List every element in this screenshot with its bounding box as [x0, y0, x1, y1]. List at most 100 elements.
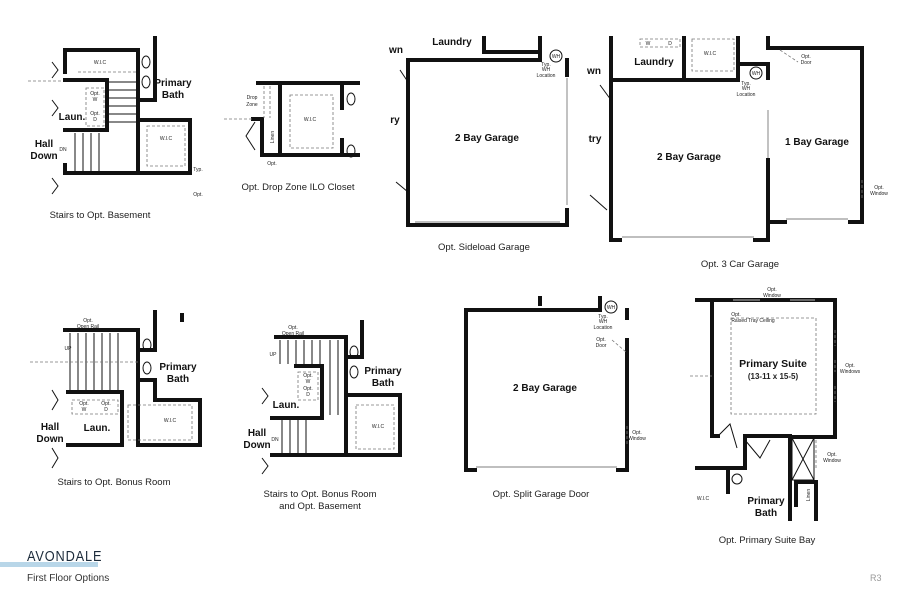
plan-caption: Opt. 3 Car Garage: [701, 259, 779, 270]
room-label: W.I.C: [160, 136, 173, 142]
room-label: Opt.: [303, 373, 312, 379]
room-label: Opt.: [193, 192, 202, 198]
room-label: Laundry: [432, 37, 472, 48]
plan-drop-zone: Drop Zone W.I.C Linen Opt. Opt. Drop Zon…: [224, 81, 360, 193]
room-label: Opt.: [845, 363, 854, 369]
page-code: R3: [870, 573, 882, 583]
room-label: Opt.: [596, 337, 605, 343]
room-label: W.I.C: [704, 51, 717, 57]
room-label: Opt.: [288, 325, 297, 331]
room-label: D: [306, 392, 310, 398]
plan-split-garage-door: WH Typ. WH Location Opt. Door 2 Bay Gara…: [464, 296, 646, 500]
room-label: Typ.: [193, 167, 202, 173]
room-label: try: [589, 134, 602, 145]
room-label: wn: [586, 66, 601, 77]
room-label: Window: [628, 436, 646, 442]
room-label: Zone: [246, 102, 258, 108]
room-label: Opt.: [90, 91, 99, 97]
room-label: Hall: [248, 428, 267, 439]
room-label: Typ.: [741, 81, 750, 87]
room-label: UP: [270, 352, 278, 358]
room-label: Primary: [364, 366, 402, 377]
room-label: D: [104, 407, 108, 413]
room-label: Location: [737, 92, 756, 98]
room-dimensions: (13-11 x 15-5): [748, 372, 799, 381]
room-label: Opt.: [731, 312, 740, 318]
room-label: Raised Tray Ceiling: [731, 318, 775, 324]
room-label: Window: [823, 458, 841, 464]
plan-caption: Opt. Sideload Garage: [438, 242, 530, 253]
plan-caption: Stairs to Opt. Basement: [50, 210, 151, 221]
room-label: Bath: [372, 378, 394, 389]
room-label: WH: [542, 67, 551, 73]
room-label: Hall: [35, 139, 54, 150]
room-label: Laun.: [84, 423, 111, 434]
brand-accent-bar: [0, 562, 98, 567]
plan-caption: Opt. Drop Zone ILO Closet: [242, 182, 355, 193]
room-label: DN: [59, 147, 67, 153]
plan-stairs-to-bonus-room-and-basement: Opt. Open Rail UP Primary Bath Opt. W Op…: [243, 320, 402, 512]
plan-caption: Stairs to Opt. Bonus Room: [58, 477, 171, 488]
room-label: Primary: [154, 78, 192, 89]
room-label: Opt.: [874, 185, 883, 191]
room-label: Bath: [162, 90, 184, 101]
plan-caption-line2: and Opt. Basement: [279, 501, 361, 512]
plan-caption: Opt. Primary Suite Bay: [719, 535, 816, 546]
room-label: W: [82, 407, 87, 413]
room-label: Open Rail: [282, 331, 304, 337]
room-label: W: [93, 97, 98, 103]
room-label: Typ.: [541, 62, 550, 68]
room-label: Door: [596, 343, 607, 349]
room-label: Laun.: [59, 112, 86, 123]
room-label: Location: [594, 325, 613, 331]
room-label: Primary Suite: [739, 358, 807, 370]
room-label: W.I.C: [94, 60, 107, 66]
room-label: D: [668, 41, 672, 47]
room-label: Typ.: [598, 314, 607, 320]
room-label: Windows: [840, 369, 861, 375]
wh-label: WH: [752, 71, 761, 77]
wh-label: WH: [607, 305, 616, 311]
room-label: Opt.: [827, 452, 836, 458]
room-label: 2 Bay Garage: [455, 133, 519, 144]
room-label: Window: [763, 293, 781, 299]
room-label: UP: [65, 346, 73, 352]
plan-primary-suite-bay: Opt. Window Opt. Raised Tray Ceiling Pri…: [690, 287, 861, 546]
room-label: 2 Bay Garage: [513, 383, 577, 394]
room-label: WH: [742, 86, 751, 92]
plan-stairs-to-bonus-room: Opt. Open Rail UP Primary Bath Opt. W Op…: [30, 310, 202, 488]
plan-name: AVONDALE: [27, 548, 103, 565]
plan-3-car-garage: Laundry W D W.I.C WH Typ. WH Location Op…: [586, 36, 888, 270]
plan-caption: Opt. Split Garage Door: [493, 489, 590, 500]
room-label: Down: [30, 151, 57, 162]
room-label: Bath: [755, 508, 777, 519]
room-label: Linen: [270, 131, 276, 143]
room-label: W: [646, 41, 651, 47]
room-label: W.I.C: [697, 496, 710, 502]
room-label: W.I.C: [372, 424, 385, 430]
room-label: Laundry: [634, 57, 674, 68]
room-label: WH: [599, 319, 608, 325]
room-label: 1 Bay Garage: [785, 137, 849, 148]
plan-stairs-to-basement: W.I.C Primary Bath Opt. W Opt. D Laun. H…: [28, 36, 203, 221]
room-label: DN: [271, 437, 279, 443]
room-label: Primary: [747, 496, 785, 507]
room-label: Open Rail: [77, 324, 99, 330]
room-label: Opt.: [90, 111, 99, 117]
room-label: Opt.: [79, 401, 88, 407]
room-label: Opt.: [83, 318, 92, 324]
room-label: D: [93, 117, 97, 123]
room-label: Down: [36, 434, 63, 445]
room-label: Opt.: [801, 54, 810, 60]
room-label: Opt.: [303, 386, 312, 392]
room-label: Location: [537, 73, 556, 79]
room-label: Opt.: [767, 287, 776, 293]
room-label: Down: [243, 440, 270, 451]
room-label: 2 Bay Garage: [657, 152, 721, 163]
room-label: Opt.: [632, 430, 641, 436]
room-label: Opt.: [267, 161, 276, 167]
room-label: ry: [390, 115, 400, 126]
room-label: Opt.: [101, 401, 110, 407]
room-label: Hall: [41, 422, 60, 433]
